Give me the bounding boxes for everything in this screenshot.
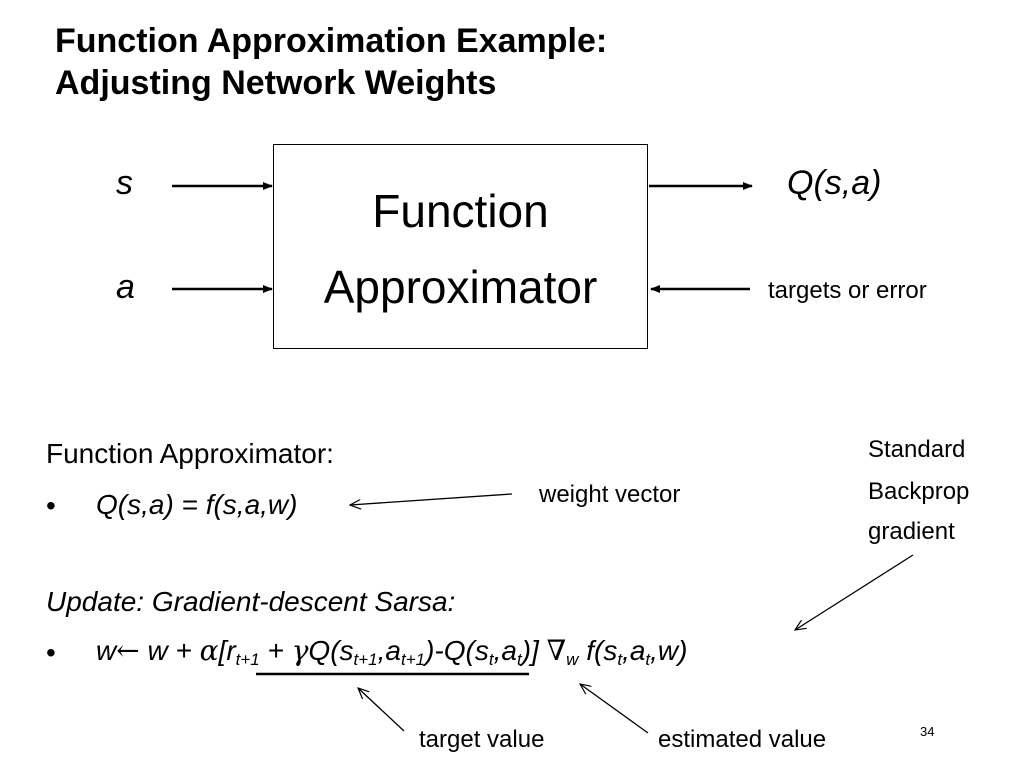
- arrow-weight-vector: [350, 493, 513, 505]
- eq-assign-arrow: ←: [116, 634, 140, 667]
- arrow-target-value: [358, 688, 405, 732]
- section2-bullet: •: [46, 637, 56, 668]
- eq-nabla: ∇: [546, 634, 567, 667]
- eq-part-8: ,a: [493, 635, 517, 666]
- eq-part-5: Q(s: [308, 635, 354, 666]
- function-approximator-box: [273, 144, 648, 349]
- eq-part-12: ,w): [650, 635, 688, 666]
- update-rule-equation: w← w + α[rt+1 + γQ(st+1,at+1)-Q(st,at)] …: [96, 634, 687, 670]
- eq-part-2: w +: [139, 635, 200, 666]
- eq-part-4: +: [259, 635, 292, 666]
- eq-sub-5: t: [516, 650, 522, 669]
- eq-part-7: )-Q(s: [425, 635, 489, 666]
- page-number: 34: [920, 724, 935, 739]
- input-s-label: s: [116, 164, 133, 202]
- eq-sub-2: t+1: [353, 650, 378, 669]
- title-line-1: Function Approximation Example:: [55, 22, 608, 60]
- section1-bullet: •: [46, 490, 56, 521]
- eq-sub-7: t: [645, 650, 651, 669]
- eq-sub-4: t: [488, 650, 494, 669]
- estimated-value-label: estimated value: [658, 726, 827, 753]
- section1-heading: Function Approximator:: [46, 438, 334, 469]
- section1-equation: Q(s,a) = f(s,a,w): [96, 489, 298, 520]
- eq-part-10: f(s: [578, 635, 618, 666]
- eq-sub-1: t+1: [235, 650, 260, 669]
- input-a-label: a: [116, 268, 135, 306]
- title-line-2: Adjusting Network Weights: [55, 64, 497, 102]
- side-note-line-1: Standard: [868, 436, 966, 463]
- slide-title: Function Approximation Example: Adjustin…: [55, 20, 607, 104]
- side-note-line-3: gradient: [868, 518, 955, 545]
- eq-w: w: [96, 635, 117, 666]
- box-label-function: Function: [372, 185, 549, 237]
- target-value-label: target value: [419, 726, 545, 753]
- arrow-backprop-gradient: [795, 554, 914, 630]
- eq-part-6: ,a: [377, 635, 401, 666]
- eq-alpha: α: [199, 634, 219, 667]
- section2-heading: Update: Gradient-descent Sarsa:: [46, 586, 456, 617]
- feedback-label: targets or error: [768, 277, 927, 304]
- eq-part-9: )]: [521, 635, 547, 666]
- output-q-label: Q(s,a): [787, 164, 882, 202]
- eq-sub-3: t+1: [401, 650, 426, 669]
- weight-vector-label: weight vector: [539, 481, 681, 508]
- box-label-approximator: Approximator: [323, 261, 598, 313]
- side-note-line-2: Backprop: [868, 478, 970, 505]
- eq-sub-w: w: [566, 650, 579, 669]
- eq-part-3: [r: [218, 635, 236, 666]
- arrow-estimated-value: [580, 684, 649, 734]
- eq-part-11: ,a: [622, 635, 646, 666]
- eq-sub-6: t: [617, 650, 623, 669]
- eq-gamma: γ: [291, 634, 309, 667]
